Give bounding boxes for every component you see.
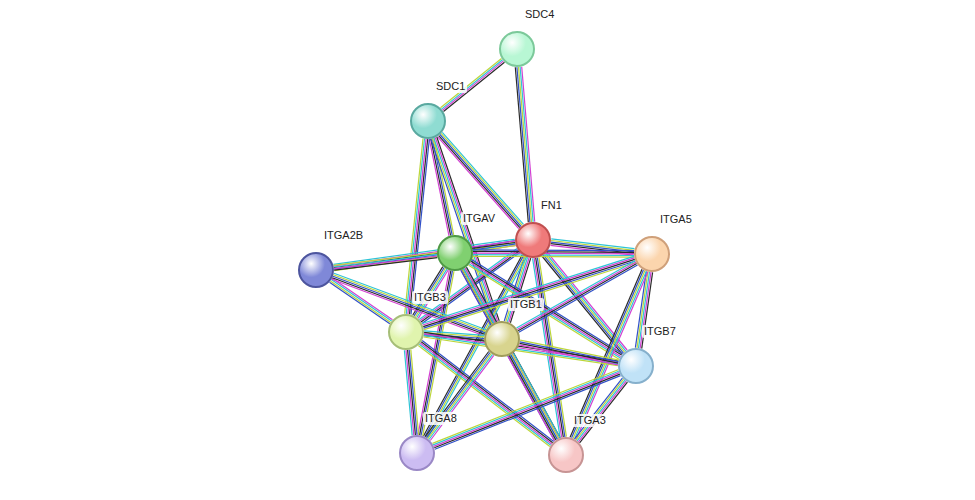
protein-node: FN1 (515, 222, 551, 258)
interaction-edge (404, 350, 418, 436)
edge-strand (580, 382, 628, 443)
edge-strand (473, 251, 634, 253)
interaction-edge (405, 139, 430, 315)
protein-node: ITGB3 (388, 314, 424, 350)
edge-strand (473, 253, 634, 255)
edge-strand (424, 263, 636, 330)
edge-strand (520, 343, 619, 363)
edge-strand (470, 263, 620, 357)
edge-strand (334, 246, 515, 271)
protein-node: ITGA5 (634, 236, 670, 272)
edge-strand (575, 378, 623, 439)
node-label: ITGA2B (322, 229, 365, 242)
node-label: SDC1 (434, 80, 467, 93)
protein-node: ITGB7 (618, 348, 654, 384)
node-label: ITGA3 (572, 414, 608, 427)
edge-strand (410, 139, 428, 314)
edge-strand (517, 67, 530, 222)
edge-strand (435, 376, 621, 450)
protein-node: ITGA2B (298, 252, 334, 288)
edge-strand (434, 373, 620, 447)
interaction-edge (519, 340, 619, 365)
edge-strand (473, 249, 634, 251)
node-label: ITGAV (461, 212, 497, 225)
node-label: ITGB7 (642, 325, 678, 338)
interaction-edge (575, 378, 628, 443)
edge-strand (334, 256, 437, 269)
node-label: SDC4 (523, 8, 556, 21)
edge-strand (517, 262, 636, 329)
node-label: ITGA5 (658, 213, 694, 226)
edge-strand (424, 335, 618, 364)
edge-strand (433, 371, 619, 445)
interaction-edge (433, 370, 621, 450)
interaction-edge (469, 260, 623, 359)
edge-strand (406, 350, 414, 435)
protein-node: ITGAV (437, 235, 473, 271)
edge-strand (578, 381, 626, 442)
node-label: ITGB1 (508, 298, 544, 311)
edge-strand (469, 264, 620, 358)
edge-strand (473, 254, 634, 256)
edge-strand (424, 332, 618, 361)
edge-strand (515, 67, 528, 222)
edge-strand (519, 67, 532, 222)
interaction-edge (334, 253, 438, 270)
protein-node: ITGB1 (484, 321, 520, 357)
edge-strand (517, 261, 636, 328)
edge-strand (334, 254, 437, 267)
edge-strand (408, 139, 426, 314)
node-label: ITGB3 (412, 291, 448, 304)
edge-strand (519, 345, 618, 365)
edge-strand (520, 340, 619, 360)
edge-strand (434, 374, 620, 448)
edge-strand (424, 261, 636, 328)
edge-strand (433, 370, 619, 444)
edge-strand (520, 342, 619, 362)
edge-strand (404, 350, 412, 435)
protein-node: ITGA3 (548, 437, 584, 473)
edge-strand (576, 379, 624, 440)
edge-strand (577, 380, 625, 441)
edge-strand (334, 253, 437, 266)
edge-strand (441, 133, 522, 225)
protein-node: SDC1 (410, 103, 446, 139)
node-label: FN1 (539, 199, 564, 212)
protein-node: SDC4 (499, 31, 535, 67)
edge-strand (473, 256, 634, 258)
interaction-edge (473, 250, 634, 257)
edge-strand (406, 139, 424, 314)
edge-strand (405, 139, 423, 314)
edge-strand (508, 356, 555, 441)
node-label: ITGA8 (423, 412, 459, 425)
edge-strand (424, 334, 618, 363)
interaction-edge (515, 67, 534, 223)
protein-node: ITGA8 (399, 435, 435, 471)
edge-strand (424, 337, 618, 366)
interaction-edge (424, 332, 619, 365)
